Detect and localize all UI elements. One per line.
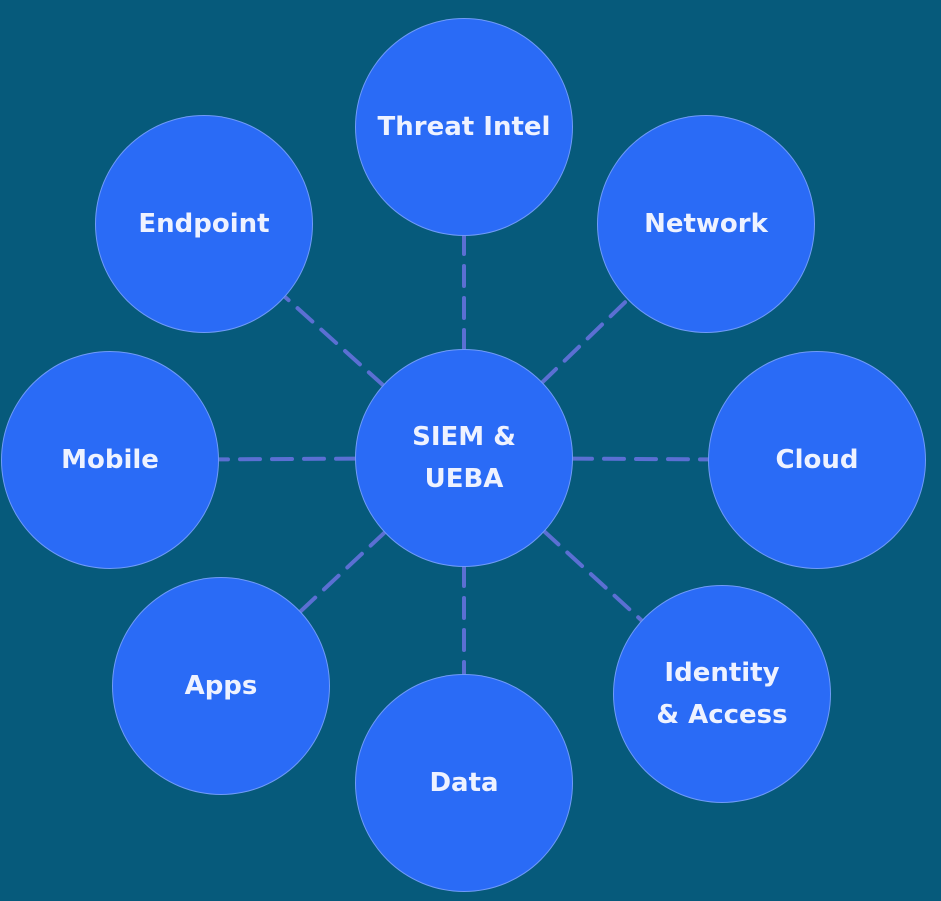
node-apps: Apps [113, 578, 329, 794]
node-identity-access: Identity & Access [614, 586, 830, 802]
node-data: Data [356, 675, 572, 891]
connector-identity-access [541, 528, 645, 624]
node-network: Network [598, 116, 814, 332]
node-endpoint: Endpoint [96, 116, 312, 332]
connector-endpoint [282, 294, 386, 388]
node-cloud: Cloud [709, 352, 925, 568]
node-threat-intel: Threat Intel [356, 19, 572, 235]
node-mobile: Mobile [2, 352, 218, 568]
connector-cloud [569, 456, 712, 462]
connector-mobile [215, 456, 359, 462]
center-node-siem-ueba: SIEM & UEBA [356, 350, 572, 566]
connector-network [539, 297, 631, 385]
connector-apps [297, 529, 388, 615]
